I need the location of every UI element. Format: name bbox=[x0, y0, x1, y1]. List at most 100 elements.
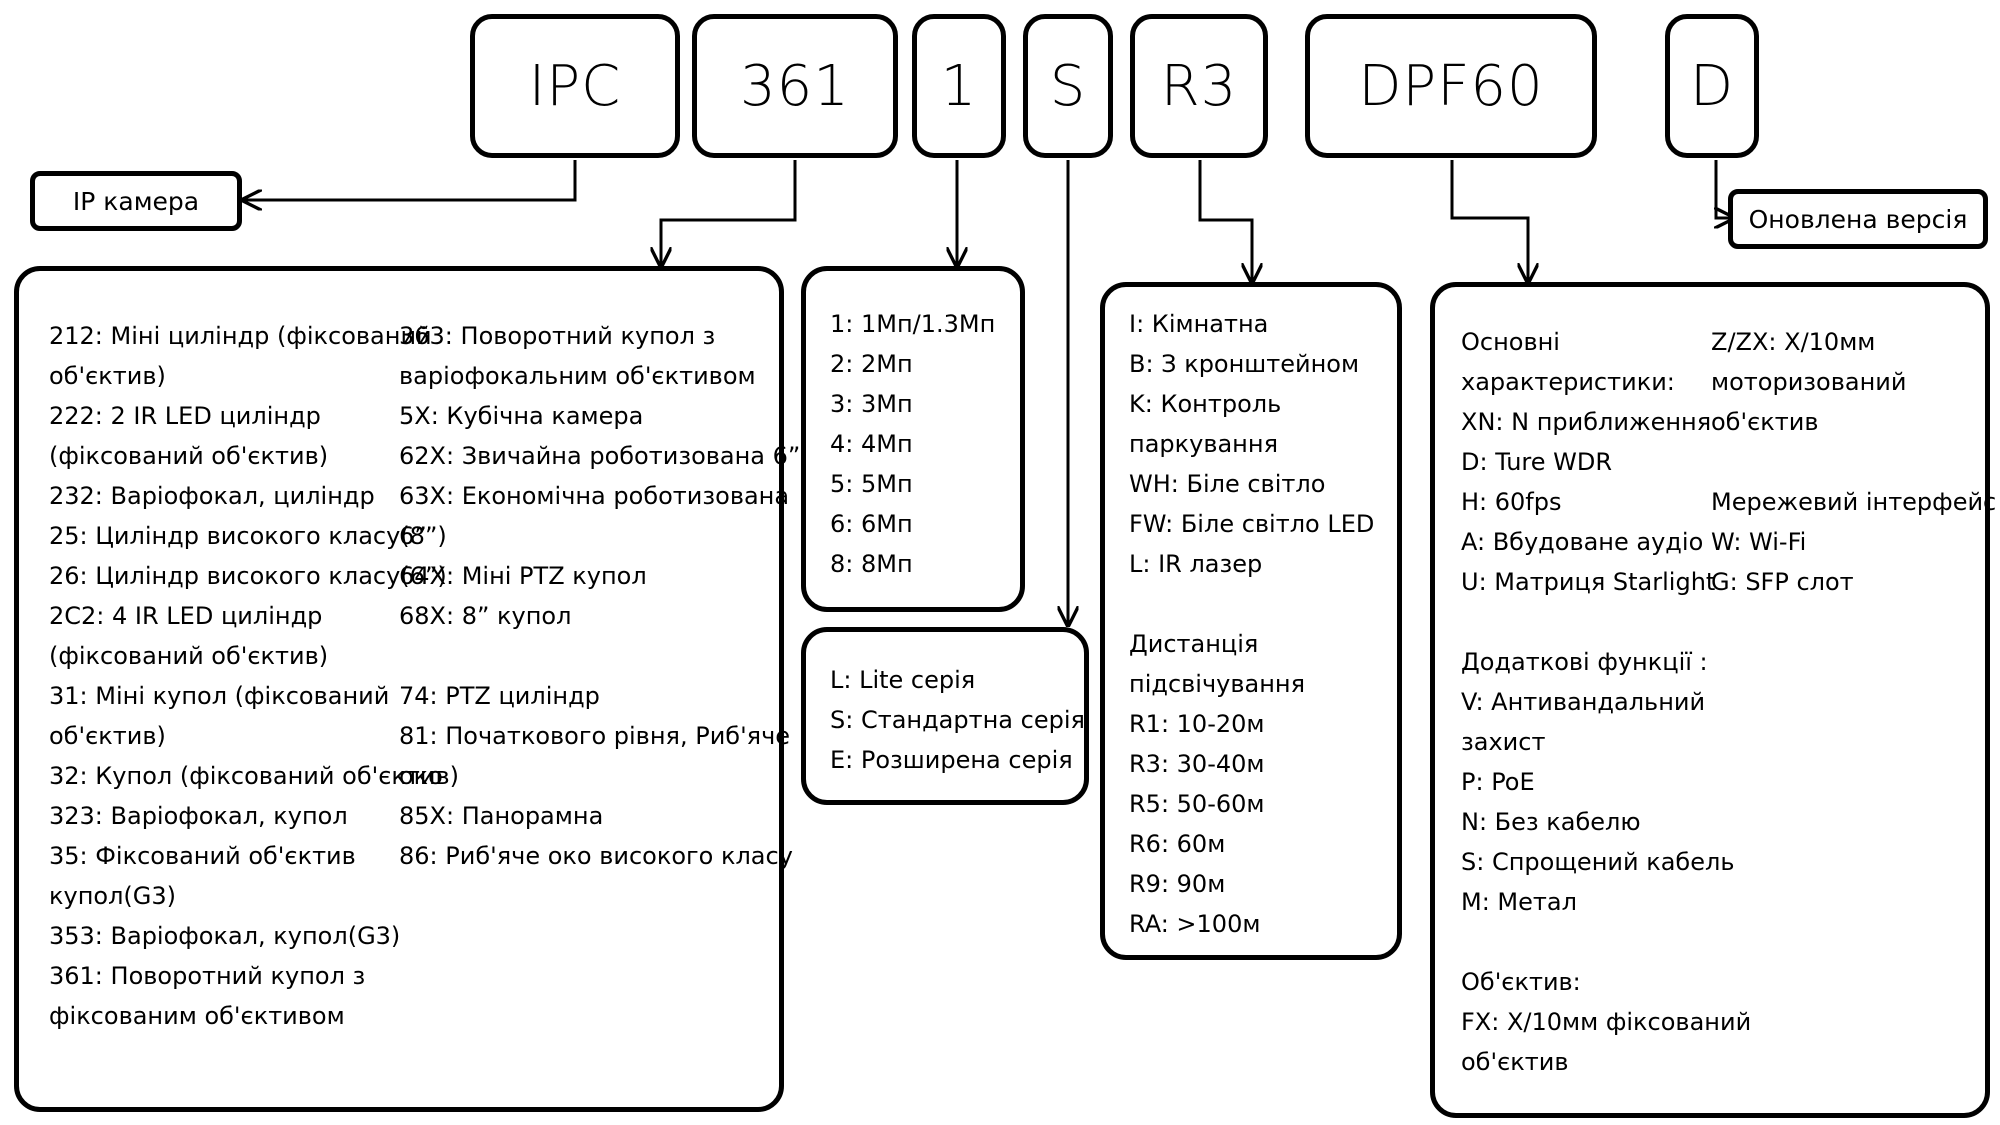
resolution-line: 6: 6Мп bbox=[830, 510, 913, 538]
series-line: 62X: Звичайна роботизована 6” bbox=[399, 442, 801, 470]
option-line: RA: >100м bbox=[1129, 910, 1261, 938]
code-features: DPF60 bbox=[1305, 14, 1597, 158]
series-line: 2C2: 4 IR LED циліндр bbox=[49, 602, 323, 630]
line-series-line: S: Стандартна серія bbox=[830, 706, 1085, 734]
series-line: 323: Варіофокал, купол bbox=[49, 802, 348, 830]
features-col-2: Z/ZX: X/10мм моторизований об'єктив Мере… bbox=[1711, 322, 2000, 602]
features-line: V: Антивандальний bbox=[1461, 688, 1706, 716]
arrow-features bbox=[1450, 160, 1528, 282]
option-line: FW: Біле світло LED bbox=[1129, 510, 1375, 538]
series-panel: 212: Міні циліндр (фіксований об'єктив) … bbox=[14, 266, 801, 1112]
code-version: D bbox=[1665, 14, 1759, 158]
arrow-ipc bbox=[243, 160, 577, 200]
code-option: R3 bbox=[1130, 14, 1268, 158]
series-line: 6” bbox=[399, 522, 427, 550]
features-line: P: PoE bbox=[1461, 768, 1535, 796]
option-line: L: IR лазер bbox=[1129, 550, 1263, 578]
series-line: 85X: Панорамна bbox=[399, 802, 604, 830]
series-line: 361: Поворотний купол з bbox=[49, 962, 366, 990]
series-line: 31: Міні купол (фіксований bbox=[49, 682, 390, 710]
features-line: Z/ZX: X/10мм bbox=[1711, 328, 1876, 356]
series-line: фіксованим об'єктивом bbox=[49, 1002, 345, 1030]
features-col-1: Основні характеристики: XN: N приближенн… bbox=[1461, 322, 1752, 1082]
features-line: об'єктив bbox=[1461, 1048, 1569, 1076]
series-line: купол(G3) bbox=[49, 882, 177, 910]
series-line: (фіксований об'єктив) bbox=[49, 442, 329, 470]
code-series: 361 bbox=[692, 14, 898, 158]
features-line: Основні bbox=[1461, 328, 1560, 356]
series-line: 26: Циліндр високого класу(6”) bbox=[49, 562, 447, 590]
label-ip-camera: IP камера bbox=[30, 171, 242, 231]
features-line: захист bbox=[1461, 728, 1546, 756]
label-updated-version: Оновлена версія bbox=[1728, 189, 1988, 249]
code-resolution: 1 bbox=[912, 14, 1006, 158]
features-line: об'єктив bbox=[1711, 408, 1819, 436]
series-line: об'єктив) bbox=[49, 722, 166, 750]
features-line: S: Спрощений кабель bbox=[1461, 848, 1735, 876]
option-line: R9: 90м bbox=[1129, 870, 1226, 898]
features-line: моторизований bbox=[1711, 368, 1907, 396]
option-line: R3: 30-40м bbox=[1129, 750, 1265, 778]
option-line: підсвічування bbox=[1129, 670, 1306, 698]
features-line: Додаткові функції : bbox=[1461, 648, 1708, 676]
option-line: R5: 50-60м bbox=[1129, 790, 1265, 818]
series-line: 353: Варіофокал, купол(G3) bbox=[49, 922, 401, 950]
option-line: паркування bbox=[1129, 430, 1279, 458]
arrow-series bbox=[661, 160, 797, 266]
resolution-line: 8: 8Мп bbox=[830, 550, 913, 578]
series-line: 64X: Міні PTZ купол bbox=[399, 562, 647, 590]
resolution-line: 3: 3Мп bbox=[830, 390, 913, 418]
features-line: G: SFP слот bbox=[1711, 568, 1854, 596]
series-line: 68X: 8” купол bbox=[399, 602, 572, 630]
resolution-line: 2: 2Мп bbox=[830, 350, 913, 378]
features-line: W: Wi-Fi bbox=[1711, 528, 1807, 556]
option-line: R6: 60м bbox=[1129, 830, 1226, 858]
option-line: R1: 10-20м bbox=[1129, 710, 1265, 738]
features-line: D: Ture WDR bbox=[1461, 448, 1613, 476]
series-line: 363: Поворотний купол з bbox=[399, 322, 716, 350]
series-line: (фіксований об'єктив) bbox=[49, 642, 329, 670]
features-line: XN: N приближення bbox=[1461, 408, 1712, 436]
series-line: 25: Циліндр високого класу(8”) bbox=[49, 522, 447, 550]
features-line: A: Вбудоване аудіо bbox=[1461, 528, 1704, 556]
series-col-2: 363: Поворотний купол з варіофокальним о… bbox=[399, 316, 801, 876]
series-col-1: 212: Міні циліндр (фіксований об'єктив) … bbox=[49, 316, 459, 1036]
features-line: U: Матриця Starlight bbox=[1461, 568, 1716, 596]
series-line: варіофокальним об'єктивом bbox=[399, 362, 756, 390]
option-panel: I: Кімнатна B: З кронштейном K: Контроль… bbox=[1100, 282, 1402, 960]
option-line: B: З кронштейном bbox=[1129, 350, 1360, 378]
option-line: WH: Біле світло bbox=[1129, 470, 1326, 498]
option-line: I: Кімнатна bbox=[1129, 310, 1269, 338]
features-line: характеристики: bbox=[1461, 368, 1675, 396]
features-line: H: 60fps bbox=[1461, 488, 1562, 516]
series-line: 74: PTZ циліндр bbox=[399, 682, 600, 710]
option-line: K: Контроль bbox=[1129, 390, 1282, 418]
features-line: M: Метал bbox=[1461, 888, 1577, 916]
series-line: 81: Початкового рівня, Риб'яче bbox=[399, 722, 791, 750]
option-line: Дистанція bbox=[1129, 630, 1259, 658]
line-series-line: L: Lite серія bbox=[830, 666, 976, 694]
series-line: 32: Купол (фіксований об'єктив) bbox=[49, 762, 459, 790]
series-line: 212: Міні циліндр (фіксований bbox=[49, 322, 432, 350]
arrow-option bbox=[1198, 160, 1252, 282]
resolution-panel: 1: 1Мп/1.3Мп 2: 2Мп 3: 3Мп 4: 4Мп 5: 5Мп… bbox=[801, 266, 1025, 612]
series-line: 86: Риб'яче око високого класу bbox=[399, 842, 793, 870]
code-line: S bbox=[1023, 14, 1113, 158]
code-ipc: IPC bbox=[470, 14, 680, 158]
resolution-line: 5: 5Мп bbox=[830, 470, 913, 498]
resolution-line: 4: 4Мп bbox=[830, 430, 913, 458]
features-line: Мережевий інтерфейс : bbox=[1711, 488, 2000, 516]
line-panel: L: Lite серія S: Стандартна серія E: Роз… bbox=[801, 627, 1089, 805]
series-line: 63X: Економічна роботизована bbox=[399, 482, 790, 510]
features-line: FX: X/10мм фіксований bbox=[1461, 1008, 1752, 1036]
series-line: 232: Варіофокал, циліндр bbox=[49, 482, 375, 510]
features-line: N: Без кабелю bbox=[1461, 808, 1641, 836]
features-line: Об'єктив: bbox=[1461, 968, 1581, 996]
series-line: 222: 2 IR LED циліндр bbox=[49, 402, 321, 430]
series-line: 5X: Кубічна камера bbox=[399, 402, 644, 430]
line-series-line: E: Розширена серія bbox=[830, 746, 1073, 774]
series-line: око bbox=[399, 762, 443, 790]
resolution-line: 1: 1Мп/1.3Мп bbox=[830, 310, 996, 338]
series-line: об'єктив) bbox=[49, 362, 166, 390]
features-panel: Основні характеристики: XN: N приближенн… bbox=[1430, 282, 2000, 1118]
